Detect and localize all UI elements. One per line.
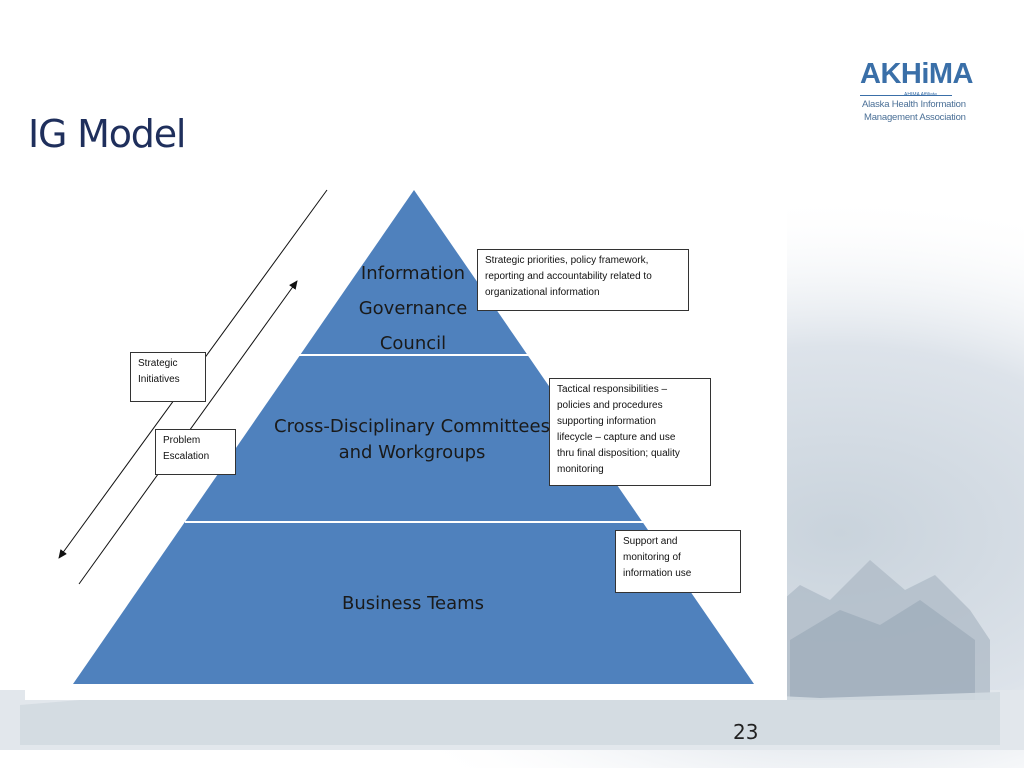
note-strategic-priorities: Strategic priorities, policy framework, …	[477, 249, 689, 311]
strategic-line-1: Strategic	[138, 358, 178, 369]
ig-model-diagram: Information Governance Council Cross-Dis…	[25, 180, 787, 700]
strategic-line-2: Initiatives	[138, 374, 180, 385]
note-support-monitoring: Support and monitoring of information us…	[615, 530, 741, 593]
note-middle-line-5: thru final disposition; quality	[557, 448, 680, 459]
note-bottom-line-3: information use	[623, 568, 692, 579]
tier-middle-line-1: Cross-Disciplinary Committees	[274, 416, 550, 437]
logo-divider	[860, 95, 952, 96]
note-middle-line-6: monitoring	[557, 464, 604, 475]
tier-top-line-2: Governance	[358, 298, 468, 319]
note-middle-line-2: policies and procedures	[557, 400, 663, 411]
note-top-line-2: reporting and accountability related to	[485, 271, 652, 282]
tier-label-bottom: Business Teams	[313, 592, 513, 615]
pyramid-shape	[73, 190, 754, 684]
tier-label-middle: Cross-Disciplinary Committees and Workgr…	[257, 414, 567, 466]
note-middle-line-1: Tactical responsibilities –	[557, 384, 668, 395]
logo-wordmark: AKHiMA	[860, 58, 974, 90]
note-middle-line-3: supporting information	[557, 416, 656, 427]
logo-affiliate-text: AHIMA Affiliate	[904, 92, 937, 98]
logo-org-line-1: Alaska Health Information	[862, 99, 966, 110]
note-tactical-responsibilities: Tactical responsibilities – policies and…	[549, 378, 711, 486]
tier-bottom-line-1: Business Teams	[341, 593, 485, 614]
note-top-line-3: organizational information	[485, 287, 600, 298]
tier-top-line-3: Council	[379, 333, 447, 354]
note-bottom-line-2: monitoring of	[623, 552, 681, 563]
note-bottom-line-1: Support and	[623, 536, 678, 547]
note-middle-line-4: lifecycle – capture and use	[557, 432, 676, 443]
tier-label-top: Information Governance Council	[341, 256, 485, 361]
slide-number: 23	[733, 720, 759, 744]
problem-line-1: Problem	[163, 435, 201, 446]
logo-org-line-2: Management Association	[864, 112, 966, 123]
slide-title: IG Model	[28, 112, 186, 156]
pyramid-graphic	[58, 189, 754, 684]
tier-middle-line-2: and Workgroups	[338, 442, 486, 463]
label-strategic-initiatives: Strategic Initiatives	[130, 352, 206, 402]
problem-line-2: Escalation	[163, 451, 210, 462]
akhima-logo: AKHiMA AHIMA Affiliate Alaska Health Inf…	[856, 58, 974, 132]
label-problem-escalation: Problem Escalation	[155, 429, 236, 475]
note-top-line-1: Strategic priorities, policy framework,	[485, 255, 649, 266]
tier-top-line-1: Information	[360, 263, 466, 284]
